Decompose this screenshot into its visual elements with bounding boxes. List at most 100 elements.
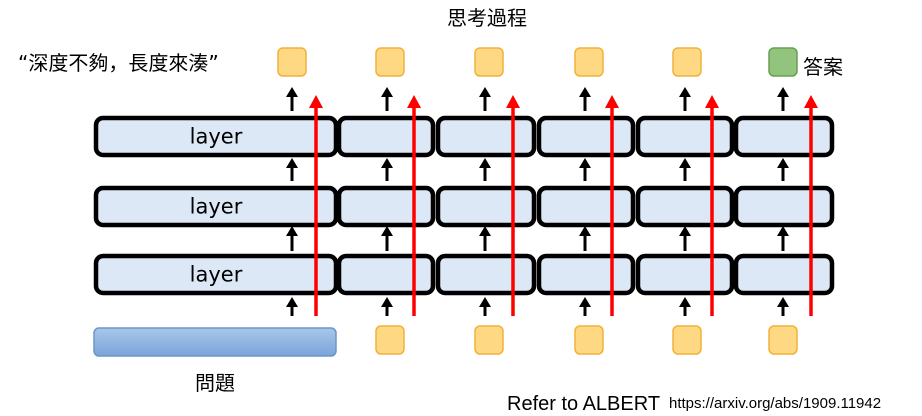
layer-stack: layer layer layer	[93, 115, 835, 296]
red-arrow-head	[506, 95, 520, 108]
black-arrow	[479, 87, 491, 111]
black-arrow	[777, 87, 789, 111]
red-arrow-head	[309, 95, 323, 108]
layer-block	[336, 185, 436, 228]
red-arrow-head	[705, 95, 719, 108]
black-arrow-head	[777, 226, 789, 236]
red-arrows	[309, 95, 818, 316]
red-arrow-head	[605, 95, 619, 108]
question-label: 問題	[195, 371, 235, 395]
input-token	[574, 325, 604, 355]
black-arrow-head	[579, 226, 591, 236]
black-arrow	[381, 87, 393, 111]
black-arrow	[579, 158, 591, 181]
black-arrow	[286, 226, 298, 251]
input-token	[672, 325, 702, 355]
input-token	[375, 325, 405, 355]
layer-block	[536, 185, 636, 228]
layer-label: layer	[190, 263, 243, 287]
layer-block	[536, 115, 636, 158]
black-arrow	[679, 297, 691, 316]
black-arrow	[381, 226, 393, 251]
black-arrow	[286, 297, 298, 316]
reference-url: https://arxiv.org/abs/1909.11942	[669, 395, 881, 412]
answer-token	[768, 47, 798, 77]
black-arrow	[381, 297, 393, 316]
red-arrow	[605, 95, 619, 316]
black-arrow	[479, 158, 491, 181]
black-arrow	[286, 87, 298, 111]
layer-label: layer	[190, 195, 243, 219]
layer-block	[336, 115, 436, 158]
red-arrow	[407, 95, 421, 316]
layer-block	[733, 185, 835, 228]
black-arrow	[679, 158, 691, 181]
red-arrow-head	[804, 95, 818, 108]
layer-block-main	[93, 253, 339, 296]
input-token	[474, 325, 504, 355]
black-arrow	[579, 226, 591, 251]
black-arrow-head	[479, 158, 491, 168]
black-arrow-head	[381, 297, 393, 307]
thinking-process-label: 思考過程	[447, 6, 527, 30]
thinking-token	[574, 47, 604, 77]
black-arrow-head	[777, 297, 789, 307]
black-arrow-head	[479, 226, 491, 236]
black-arrow-head	[286, 226, 298, 236]
layer-block-main	[93, 115, 339, 158]
layer-block	[336, 253, 436, 296]
black-arrow	[777, 158, 789, 181]
input-token	[768, 325, 798, 355]
layer-block	[435, 115, 537, 158]
black-arrow-head	[679, 87, 691, 97]
question-bar	[93, 327, 337, 357]
black-arrow-head	[286, 297, 298, 307]
black-arrow-head	[479, 87, 491, 97]
black-arrow	[286, 158, 298, 181]
black-arrow	[679, 87, 691, 111]
thinking-token	[375, 47, 405, 77]
layer-block	[435, 185, 537, 228]
quote-label: “深度不夠，長度來湊”	[18, 51, 219, 75]
red-arrow-head	[407, 95, 421, 108]
layer-block	[733, 115, 835, 158]
red-arrow	[804, 95, 818, 316]
thinking-token	[672, 47, 702, 77]
black-arrow	[777, 226, 789, 251]
tokens	[93, 47, 798, 357]
layer-block	[733, 253, 835, 296]
reference-label: Refer to ALBERT	[507, 393, 660, 415]
black-arrow-head	[579, 87, 591, 97]
black-arrow	[479, 297, 491, 316]
black-arrows	[286, 87, 789, 316]
red-arrow	[506, 95, 520, 316]
black-arrow	[479, 226, 491, 251]
black-arrow-head	[579, 158, 591, 168]
black-arrow	[579, 297, 591, 316]
red-arrow	[705, 95, 719, 316]
black-arrow	[579, 87, 591, 111]
layer-block	[635, 253, 735, 296]
black-arrow-head	[381, 158, 393, 168]
thinking-token	[474, 47, 504, 77]
black-arrow-head	[286, 158, 298, 168]
layer-block	[635, 185, 735, 228]
thinking-token	[277, 47, 307, 77]
black-arrow-head	[579, 297, 591, 307]
black-arrow	[777, 297, 789, 316]
layer-block	[635, 115, 735, 158]
black-arrow-head	[777, 158, 789, 168]
layer-label: layer	[190, 125, 243, 149]
black-arrow-head	[381, 87, 393, 97]
black-arrow-head	[679, 158, 691, 168]
black-arrow-head	[286, 87, 298, 97]
layer-block-main	[93, 185, 339, 228]
layer-block	[536, 253, 636, 296]
black-arrow-head	[679, 297, 691, 307]
red-arrow	[309, 95, 323, 316]
layer-block	[435, 253, 537, 296]
black-arrow-head	[479, 297, 491, 307]
black-arrow	[679, 226, 691, 251]
black-arrow	[381, 158, 393, 181]
